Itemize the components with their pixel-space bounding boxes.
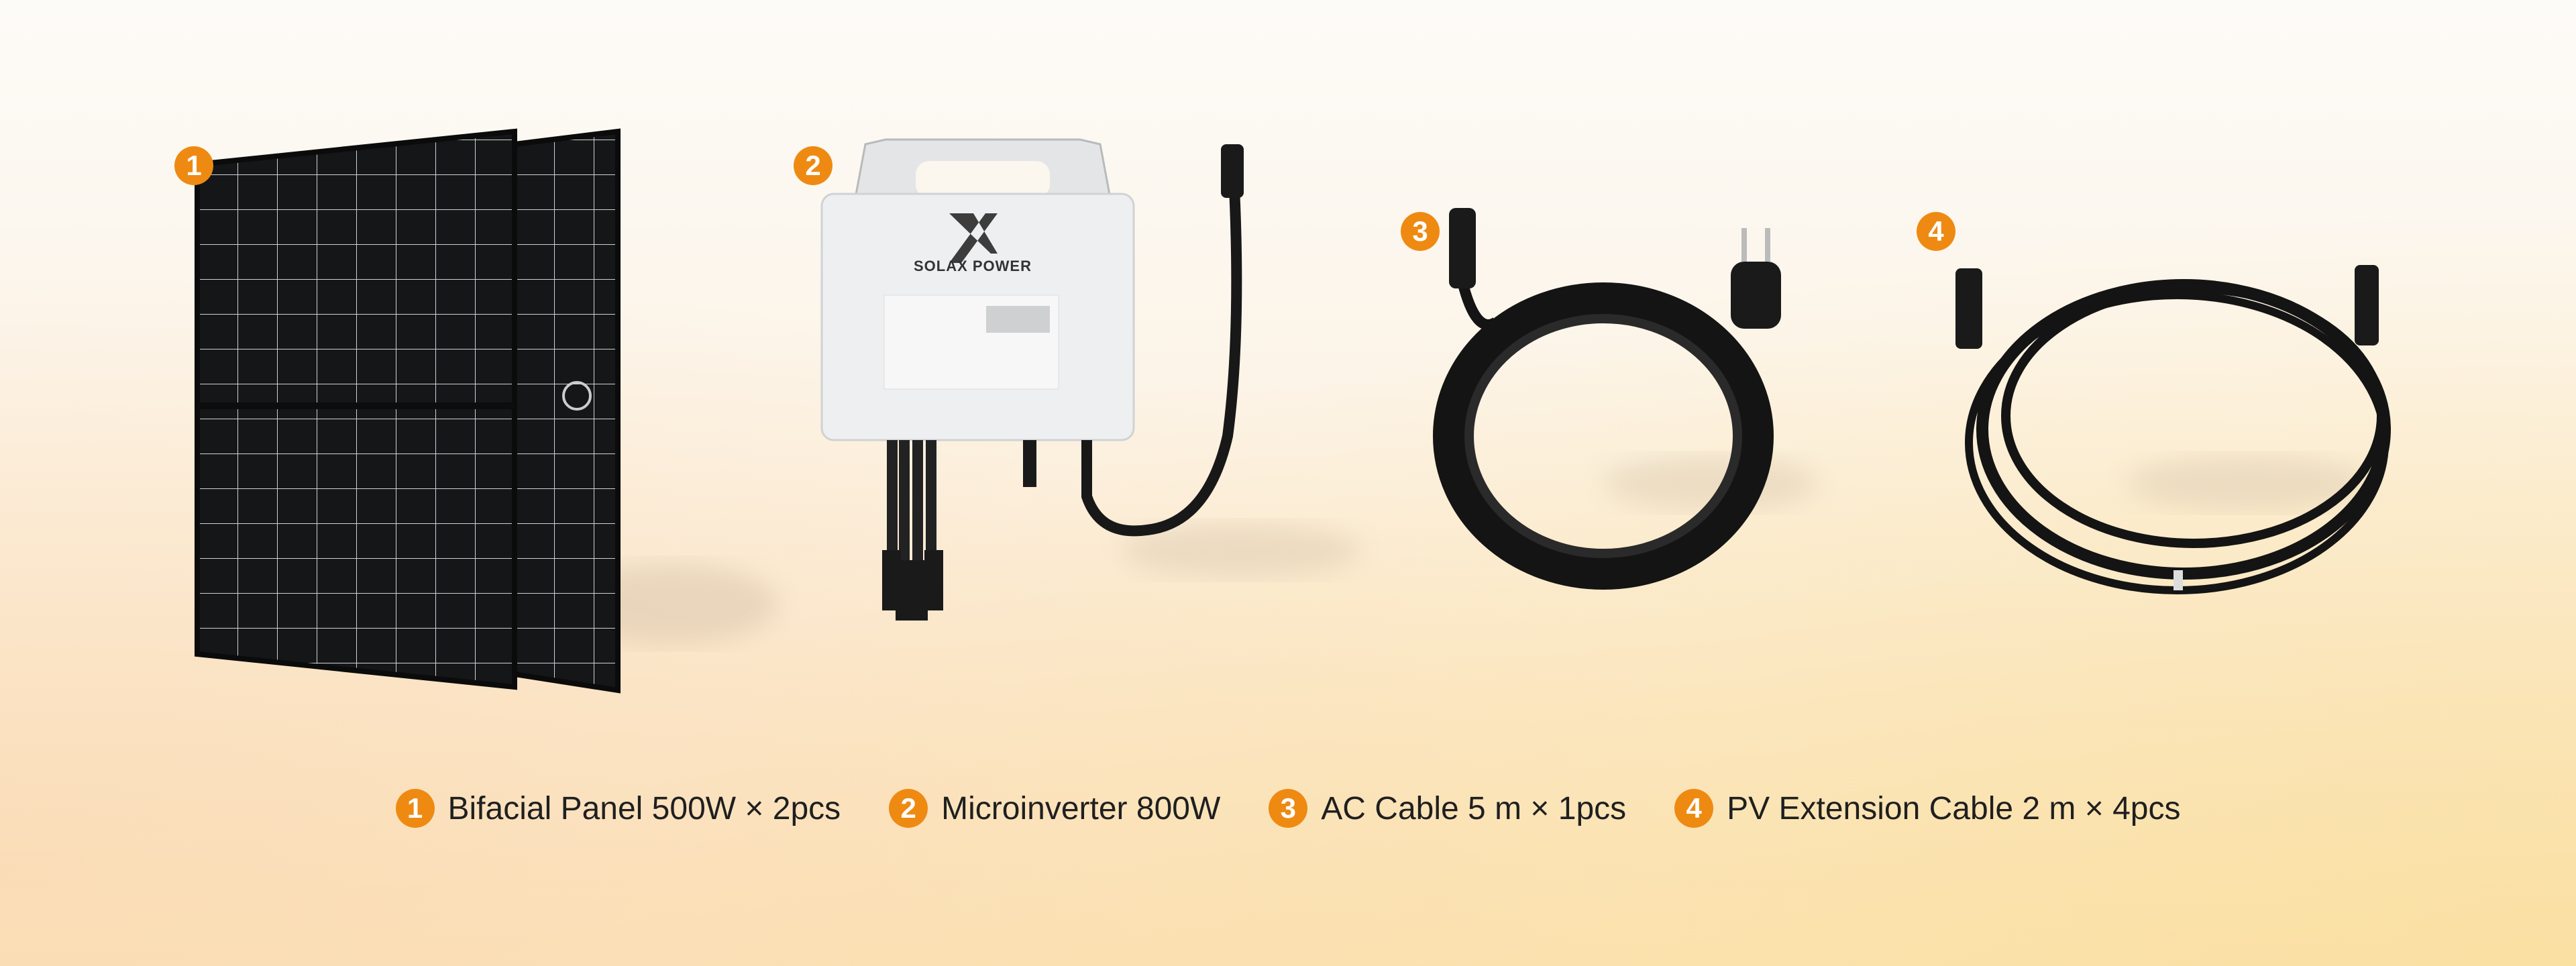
product-badge-2: 2 — [794, 146, 833, 185]
legend-label: Microinverter 800W — [941, 790, 1221, 826]
inverter-brand-label: SOLAX POWER — [913, 258, 1032, 274]
product-badge-3: 3 — [1401, 212, 1440, 251]
number-badge: 3 — [1269, 789, 1308, 828]
microinverter-icon — [820, 138, 1244, 621]
legend-label: PV Extension Cable 2 m × 4pcs — [1727, 790, 2181, 826]
product-badge-4: 4 — [1917, 212, 1955, 251]
legend-item-panel: 1 Bifacial Panel 500W × 2pcs — [395, 789, 841, 828]
product-legend: 1 Bifacial Panel 500W × 2pcs 2 Microinve… — [0, 789, 2576, 828]
legend-label: AC Cable 5 m × 1pcs — [1321, 790, 1627, 826]
legend-label: Bifacial Panel 500W × 2pcs — [447, 790, 841, 826]
legend-item-pv-cable: 4 PV Extension Cable 2 m × 4pcs — [1674, 789, 2181, 828]
legend-item-microinverter: 2 Microinverter 800W — [889, 789, 1220, 828]
number-badge: 1 — [395, 789, 435, 828]
solar-panel-icon — [195, 128, 621, 694]
product-badge-1: 1 — [174, 146, 213, 185]
legend-item-ac-cable: 3 AC Cable 5 m × 1pcs — [1269, 789, 1626, 828]
number-badge: 2 — [889, 789, 928, 828]
number-badge: 4 — [1674, 789, 1714, 828]
solax-logo-icon — [949, 213, 998, 263]
pv-cable-icon — [1955, 265, 2391, 594]
ac-cable-icon — [1433, 208, 1781, 590]
